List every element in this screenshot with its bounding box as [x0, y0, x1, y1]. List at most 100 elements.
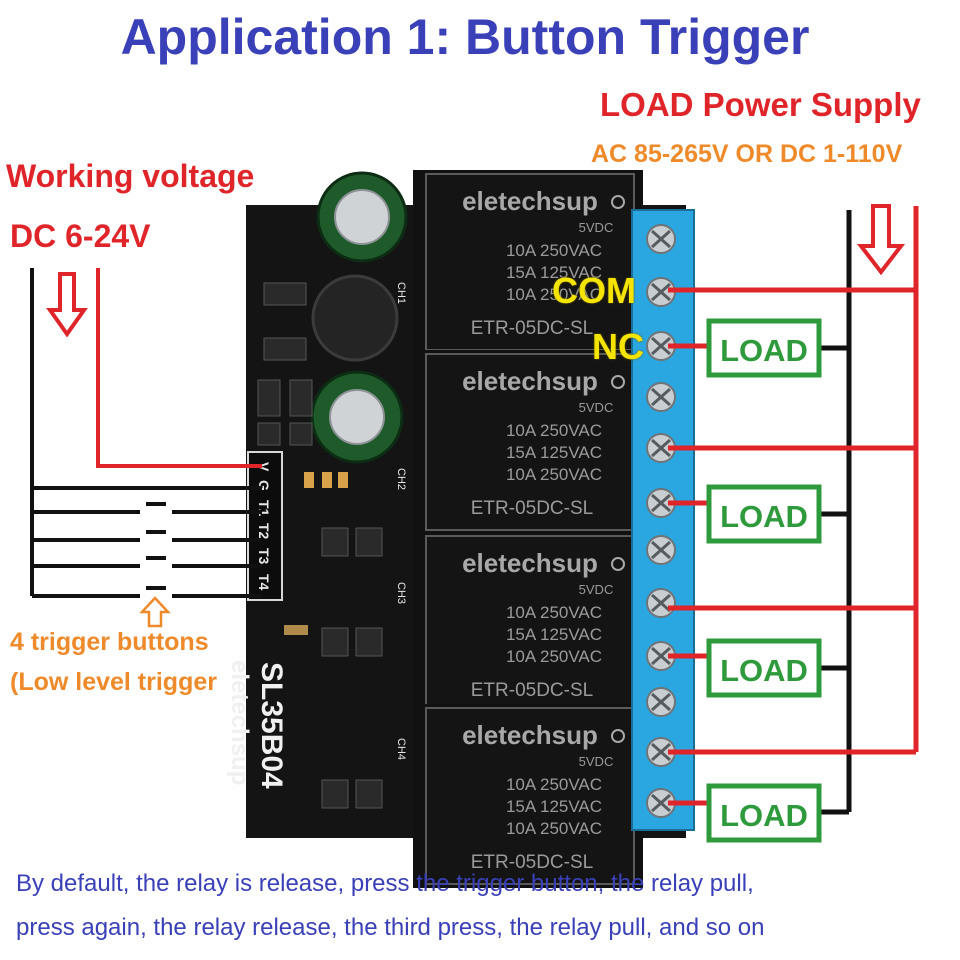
terminal-block	[631, 209, 695, 831]
page-title: Application 1: Button Trigger	[120, 9, 810, 65]
relays: eletechsup 5VDC 10A 250VAC 15A 125VAC 10A 25…	[413, 170, 643, 888]
ic-chip	[263, 282, 307, 306]
ic-chip	[263, 337, 307, 361]
load-label: LOAD	[720, 798, 808, 833]
smd-part	[304, 472, 314, 488]
load-box: LOAD	[706, 638, 822, 698]
relay-model: ETR-05DC-SL	[471, 498, 593, 519]
relay-rating: 15A 125VAC	[506, 263, 602, 282]
relay-rating: 10A 250VAC	[506, 465, 602, 484]
load-box: LOAD	[706, 484, 822, 544]
channel-label: CH1	[395, 282, 407, 304]
relay-model: ETR-05DC-SL	[471, 852, 593, 873]
relay: eletechsup 5VDC 10A 250VAC 15A 125VAC 10A 25…	[413, 350, 643, 534]
working-voltage-title: Working voltage	[6, 158, 255, 194]
pin-header	[247, 451, 283, 601]
smd-part	[322, 472, 332, 488]
load-box: LOAD	[706, 318, 822, 378]
nc-terminal-label: NC	[592, 326, 644, 367]
relay-brand: eletechsup	[462, 720, 598, 750]
transistor	[257, 422, 281, 446]
mosfet	[355, 527, 383, 557]
capacitor-bottom	[310, 370, 404, 464]
relay: eletechsup 5VDC 10A 250VAC 15A 125VAC 10A 25…	[413, 704, 643, 888]
caption-line1: By default, the relay is release, press …	[16, 870, 754, 897]
pin-label: T4	[256, 574, 272, 591]
terminal-screw	[646, 535, 676, 565]
relay-rating: 10A 250VAC	[506, 285, 602, 304]
registered-icon	[611, 557, 625, 571]
transistor	[257, 379, 281, 417]
transistor	[289, 422, 313, 446]
terminal-screw	[646, 588, 676, 618]
registered-icon	[611, 375, 625, 389]
terminal-screw	[646, 687, 676, 717]
relay-rating: 15A 125VAC	[506, 443, 602, 462]
buttons-label-line2: (Low level trigger	[10, 668, 217, 696]
channel-label: CH4	[395, 738, 407, 760]
caption-line2: press again, the relay release, the thir…	[16, 914, 765, 941]
mosfet	[321, 779, 349, 809]
pin-label: G	[256, 480, 272, 491]
relay-rating: 10A 250VAC	[506, 819, 602, 838]
relay-brand: eletechsup	[462, 366, 598, 396]
relay-coil: 5VDC	[579, 400, 614, 415]
load-label: LOAD	[720, 333, 808, 368]
voltage-down-arrow-icon	[46, 272, 88, 338]
terminal-screw	[646, 224, 676, 254]
mosfet	[321, 627, 349, 657]
relay-brand: eletechsup	[462, 548, 598, 578]
relay-coil: 5VDC	[579, 220, 614, 235]
buttons-up-arrow-icon	[139, 596, 171, 628]
relay-rating: 10A 250VAC	[506, 421, 602, 440]
board-brand-label: eletechsup	[226, 660, 253, 785]
load-label: LOAD	[720, 499, 808, 534]
terminal-screw	[646, 382, 676, 412]
relay-brand: eletechsup	[462, 186, 598, 216]
smd-part	[338, 472, 348, 488]
relay-rating: 10A 250VAC	[506, 241, 602, 260]
relay-rating: 15A 125VAC	[506, 797, 602, 816]
relay-coil: 5VDC	[579, 754, 614, 769]
smd-part	[284, 625, 308, 635]
terminal-screw	[646, 641, 676, 671]
load-label: LOAD	[720, 653, 808, 688]
mosfet	[355, 627, 383, 657]
mosfet	[321, 527, 349, 557]
capacitor-top	[316, 171, 408, 263]
transistor	[289, 379, 313, 417]
working-voltage-range: DC 6-24V	[10, 218, 151, 254]
relay-rating: 10A 250VAC	[506, 603, 602, 622]
load-live-wiring	[668, 206, 919, 806]
pin-label: V	[256, 462, 272, 472]
com-terminal-label: COM	[552, 270, 636, 311]
channel-label: CH3	[395, 582, 407, 604]
power-wiring	[96, 268, 262, 468]
relay-model: ETR-05DC-SL	[471, 318, 593, 339]
pin-label: T3	[256, 548, 272, 565]
load-box: LOAD	[706, 783, 822, 843]
channel-label: CH2	[395, 468, 407, 490]
load-supply-range: AC 85-265V OR DC 1-110V	[591, 140, 903, 168]
relay: eletechsup 5VDC 10A 250VAC 15A 125VAC 10A 25…	[413, 170, 643, 354]
terminal-screw	[646, 788, 676, 818]
pin-label: T1	[256, 500, 272, 517]
pin-label: T2	[256, 523, 272, 540]
board-model-label: SL35B04	[255, 662, 288, 789]
supply-down-arrow-icon	[856, 204, 906, 276]
load-neutral-wiring	[820, 210, 852, 815]
inductor	[311, 274, 399, 362]
mosfet	[355, 779, 383, 809]
relay-rating: 10A 250VAC	[506, 647, 602, 666]
relay-rating: 10A 250VAC	[506, 775, 602, 794]
terminal-screw	[646, 277, 676, 307]
load-supply-title: LOAD Power Supply	[600, 86, 921, 123]
registered-icon	[611, 195, 625, 209]
trigger-buttons	[146, 502, 166, 590]
trigger-wiring	[30, 268, 262, 598]
buttons-label-line1: 4 trigger buttons	[10, 628, 209, 656]
registered-icon	[611, 729, 625, 743]
